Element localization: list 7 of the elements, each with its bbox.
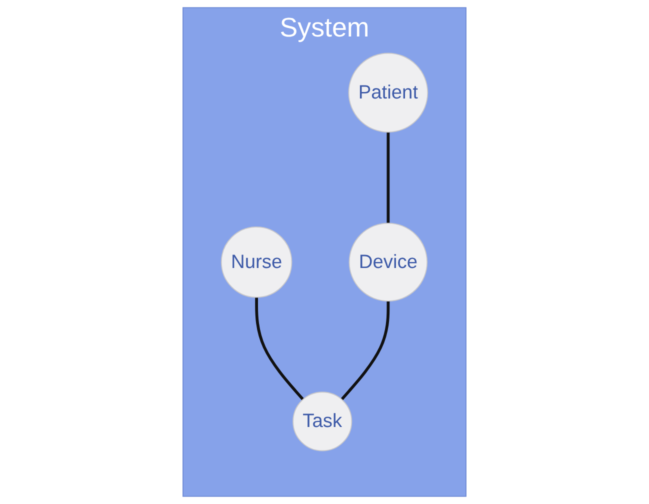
- node-circle: Patient: [348, 52, 428, 133]
- node-circle: Task: [292, 392, 352, 452]
- node-circle: Device: [348, 222, 428, 302]
- node-circle: Nurse: [220, 226, 292, 298]
- connector: [255, 297, 304, 400]
- connector: [340, 301, 390, 400]
- connector: [386, 132, 390, 224]
